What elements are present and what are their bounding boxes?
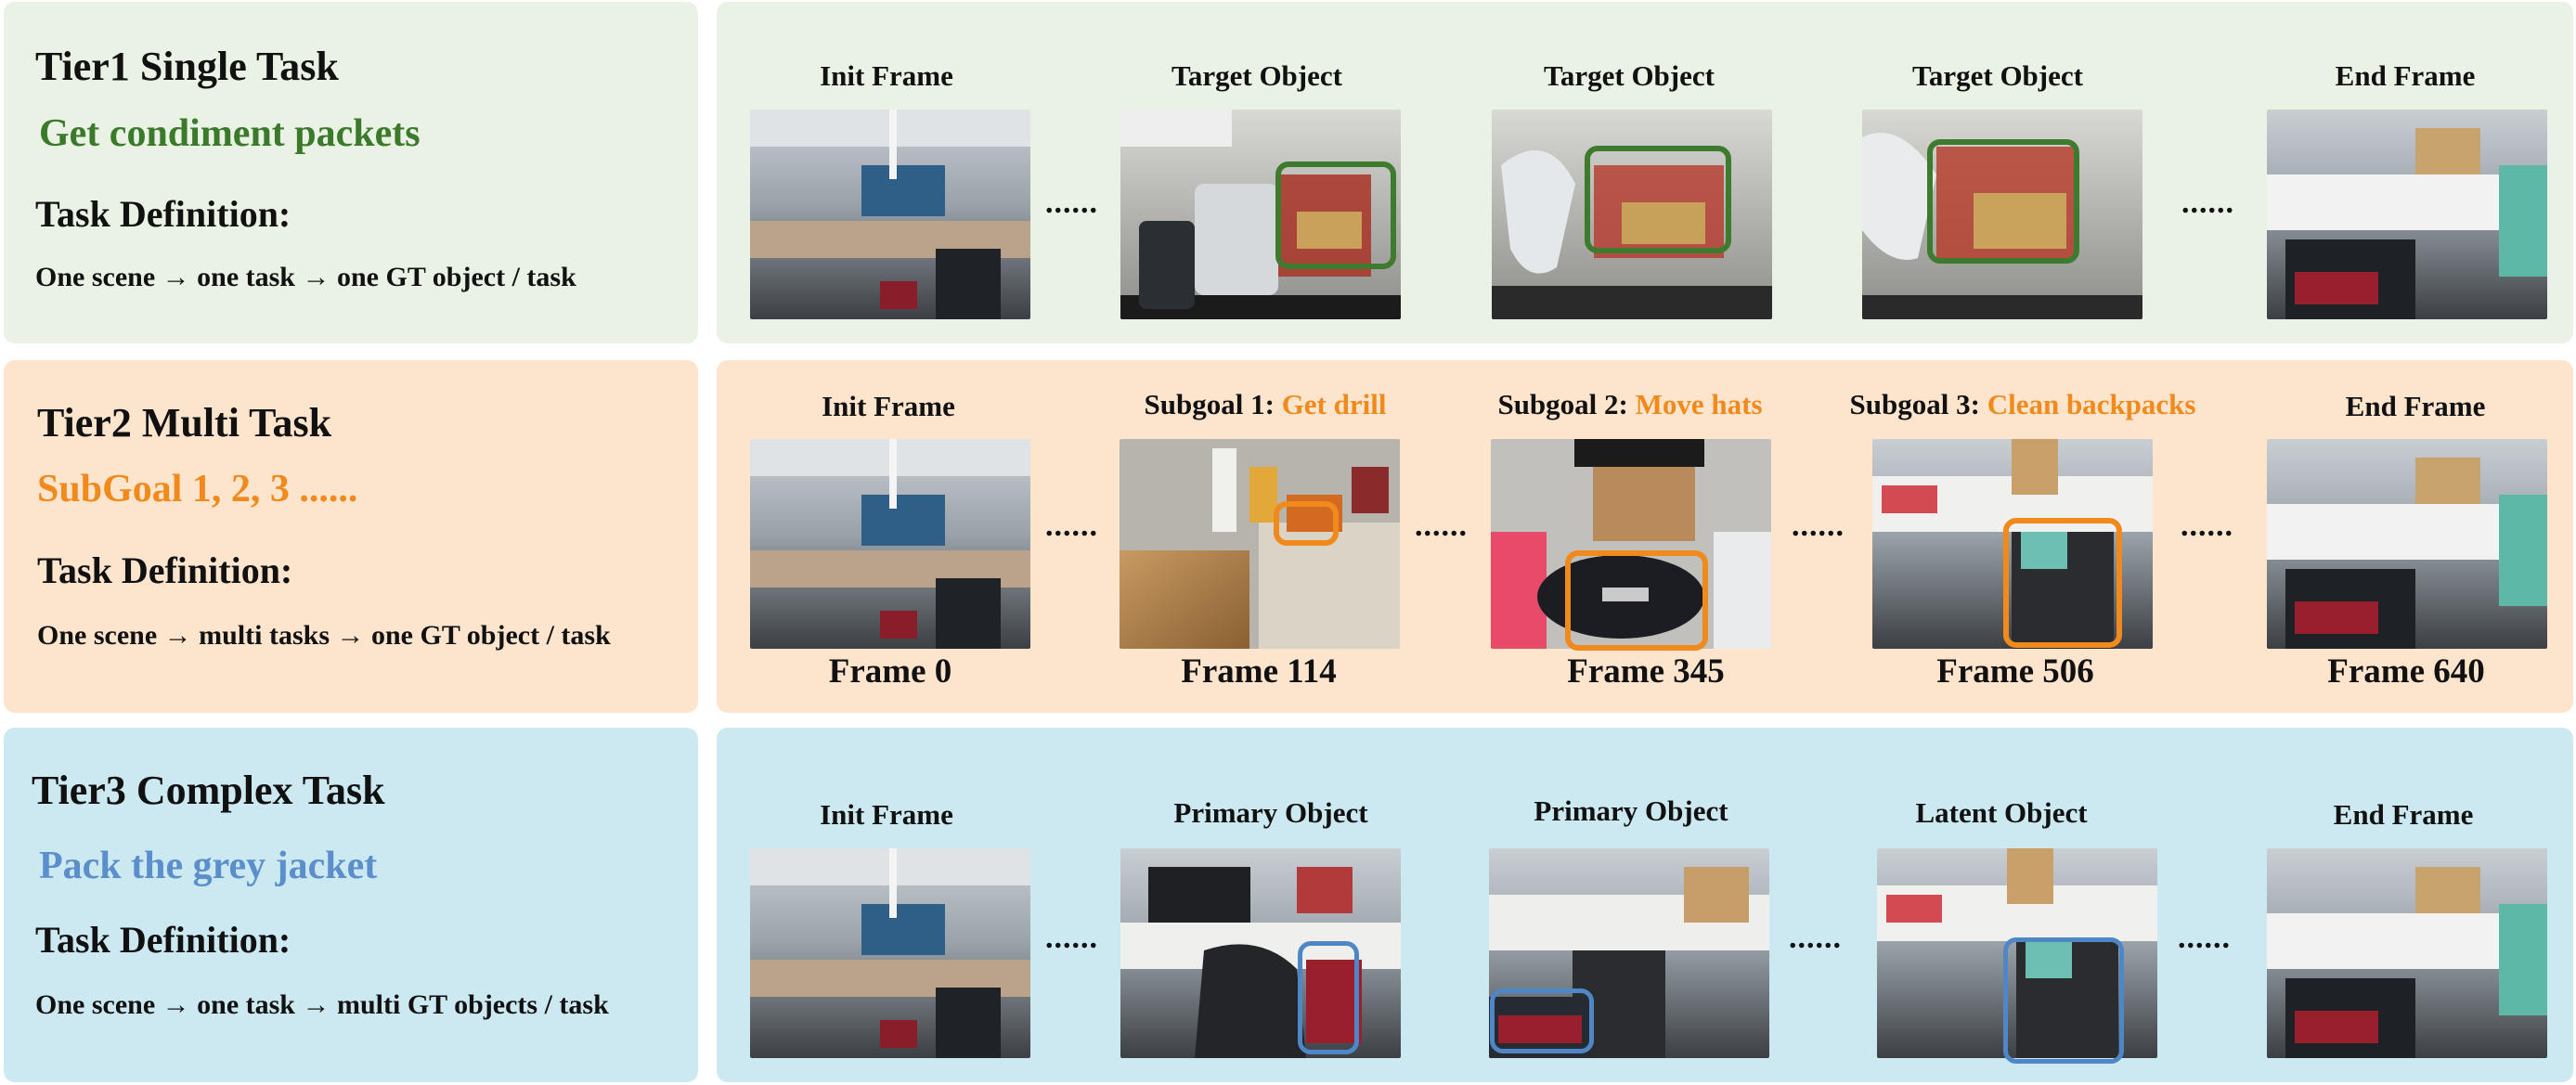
tier3-latent-box <box>2003 937 2124 1064</box>
tier1-target-box-1 <box>1275 161 1396 269</box>
tier3-definition-text: One scene → one task → multi GT objects … <box>35 989 609 1021</box>
tier2-definition-heading: Task Definition: <box>37 549 292 592</box>
tier1-end-frame-image <box>2267 110 2547 319</box>
tier1-definition-heading: Task Definition: <box>35 192 291 236</box>
tier2-frame-number-3: Frame 506 <box>1876 652 2155 691</box>
tier3-label-end: End Frame <box>2218 798 2576 832</box>
tier2-init-frame-image <box>750 439 1030 649</box>
tier1-label-target-3: Target Object <box>1812 59 2183 93</box>
tier1-target-box-2 <box>1585 146 1731 253</box>
tier1-frames-panel: Init Frame Target Object Target Object T… <box>717 2 2573 343</box>
tier3-label-latent: Latent Object <box>1816 796 2187 830</box>
tier2-subgoal-3-box <box>2003 518 2122 648</box>
tier2-label-subgoal-1: Subgoal 1: Get drill <box>1080 388 1451 421</box>
tier1-ellipsis-2: ...... <box>2181 186 2234 221</box>
tier3-primary-box-1 <box>1298 941 1359 1054</box>
tier2-left-panel: Tier2 Multi Task SubGoal 1, 2, 3 ...... … <box>4 360 698 713</box>
tier3-title: Tier3 Complex Task <box>32 767 385 814</box>
tier2-task-name: SubGoal 1, 2, 3 ...... <box>37 467 357 511</box>
tier2-ellipsis-1: ...... <box>1045 509 1098 544</box>
tier3-frames-panel: Init Frame Primary Object Primary Object… <box>717 728 2573 1082</box>
tier3-ellipsis-1: ...... <box>1045 921 1098 956</box>
tier2-label-subgoal-3: Subgoal 3: Clean backpacks <box>1837 388 2208 421</box>
tier3-label-init: Init Frame <box>701 798 1072 832</box>
tier1-init-frame-image <box>750 110 1030 319</box>
tier2-frame-number-0: Frame 0 <box>751 652 1029 691</box>
tier1-label-end: End Frame <box>2220 59 2576 93</box>
tier1-target-box-3 <box>1927 139 2079 264</box>
tier2-subgoal-2-box <box>1565 550 1708 651</box>
tier3-label-primary-1: Primary Object <box>1085 796 1456 830</box>
tier1-definition-text: One scene → one task → one GT object / t… <box>35 262 576 293</box>
tier1-label-target-1: Target Object <box>1071 59 1443 93</box>
tier2-label-init: Init Frame <box>703 390 1074 423</box>
tier2-ellipsis-3: ...... <box>1792 509 1845 544</box>
tier1-left-panel: Tier1 Single Task Get condiment packets … <box>4 2 698 343</box>
tier2-label-subgoal-2: Subgoal 2: Move hats <box>1444 388 1816 421</box>
tier1-task-name: Get condiment packets <box>39 111 421 156</box>
tier3-ellipsis-2: ...... <box>1789 921 1842 956</box>
tier3-left-panel: Tier3 Complex Task Pack the grey jacket … <box>4 728 698 1082</box>
tier3-task-name: Pack the grey jacket <box>39 844 377 888</box>
tier2-label-end: End Frame <box>2230 390 2576 423</box>
tier2-ellipsis-4: ...... <box>2181 509 2233 544</box>
tier1-label-target-2: Target Object <box>1443 59 1815 93</box>
tier2-subgoal-1-box <box>1274 501 1339 546</box>
tier3-primary-box-2 <box>1490 988 1594 1053</box>
tier1-ellipsis-1: ...... <box>1045 186 1098 221</box>
tier2-definition-text: One scene → multi tasks → one GT object … <box>37 620 611 652</box>
tier2-ellipsis-2: ...... <box>1415 509 1468 544</box>
tier1-label-init: Init Frame <box>701 59 1072 93</box>
tier2-frame-number-4: Frame 640 <box>2267 652 2545 691</box>
tier2-frame-number-1: Frame 114 <box>1120 652 1398 691</box>
tier3-init-frame-image <box>750 848 1030 1058</box>
tier2-frames-panel: Init Frame Subgoal 1: Get drill Subgoal … <box>717 360 2573 713</box>
tier3-ellipsis-3: ...... <box>2178 921 2231 956</box>
tier3-end-frame-image <box>2267 848 2547 1058</box>
tier3-definition-heading: Task Definition: <box>35 918 291 962</box>
tier1-title: Tier1 Single Task <box>35 43 339 90</box>
tier2-title: Tier2 Multi Task <box>37 399 331 446</box>
tier2-end-frame-image <box>2267 439 2547 649</box>
tier3-label-primary-2: Primary Object <box>1445 794 1817 828</box>
tier2-frame-number-2: Frame 345 <box>1507 652 1785 691</box>
tier2-subgoal-1-image <box>1120 439 1400 649</box>
